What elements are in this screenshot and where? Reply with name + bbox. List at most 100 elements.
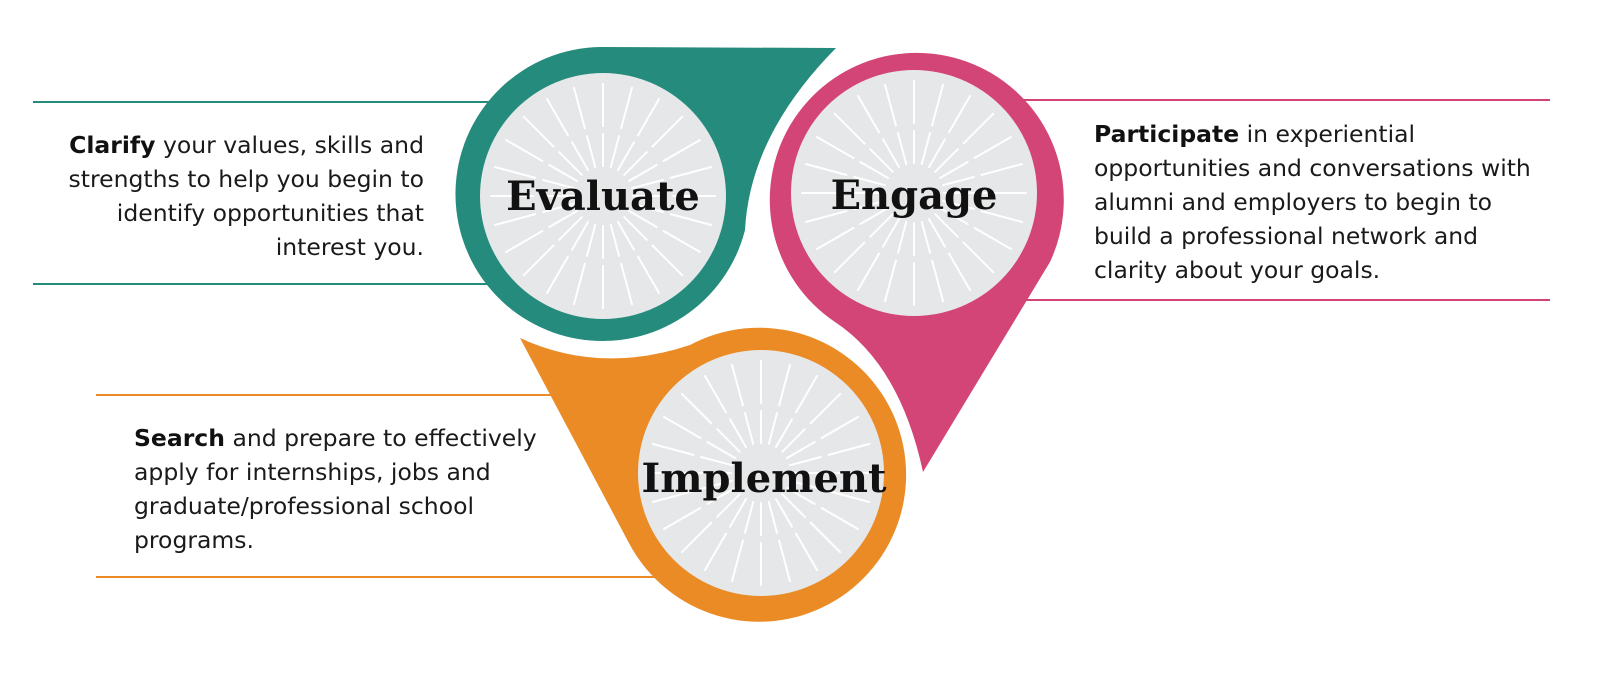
burst-ray (573, 86, 586, 130)
burst-ray (897, 132, 908, 165)
burst-ray (662, 139, 701, 162)
burst-ray (623, 151, 648, 176)
burst-ray (617, 221, 635, 251)
burst-ray (804, 163, 848, 176)
burst-ray (775, 498, 793, 528)
burst-ray (816, 136, 855, 159)
burst-ray (820, 507, 859, 530)
engage-bottom-rule (1020, 299, 1550, 301)
burst-ray (833, 241, 866, 274)
engage-description-text: in experiential opportunities and conver… (1094, 120, 1531, 284)
burst-ray (939, 207, 969, 225)
burst-ray (631, 179, 664, 190)
burst-ray (882, 138, 900, 168)
engage-starburst (801, 80, 1027, 306)
implement-top-rule (96, 394, 576, 396)
burst-ray (586, 224, 597, 257)
burst-ray (786, 441, 816, 459)
burst-ray (631, 202, 664, 213)
burst-ray (505, 139, 544, 162)
burst-ray (700, 479, 733, 490)
burst-ray (931, 259, 944, 303)
burst-ray (558, 151, 583, 176)
burst-ray (948, 252, 971, 291)
burst-ray (548, 164, 578, 182)
burst-ray (778, 363, 791, 407)
evaluate-description-text: your values, skills and strengths to hel… (68, 131, 424, 261)
burst-ray (573, 262, 586, 306)
burst-ray (617, 141, 635, 171)
burst-ray (804, 210, 848, 223)
burst-ray (744, 412, 755, 445)
burst-ray (767, 501, 778, 534)
burst-ray (586, 135, 597, 168)
burst-ray (884, 83, 897, 127)
burst-ray (942, 176, 975, 187)
burst-ray (816, 227, 855, 250)
burst-ray (680, 521, 713, 554)
burst-ray (934, 213, 959, 238)
burst-ray (704, 375, 727, 414)
burst-ray (786, 487, 816, 505)
burst-ray (609, 135, 620, 168)
evaluate-label: Evaluate (506, 173, 700, 220)
burst-ray (546, 98, 569, 137)
implement-bottom-rule (96, 576, 676, 578)
burst-ray (795, 532, 818, 571)
burst-ray (620, 86, 633, 130)
burst-ray (928, 138, 946, 168)
burst-ray (948, 95, 971, 134)
burst-ray (869, 148, 894, 173)
evaluate-description: Clarify your values, skills and strength… (44, 128, 424, 264)
burst-ray (973, 136, 1012, 159)
evaluate-starburst (490, 83, 716, 309)
burst-ray (962, 241, 995, 274)
burst-ray (744, 501, 755, 534)
burst-ray (781, 428, 806, 453)
implement-keyword: Search (134, 424, 225, 452)
burst-ray (651, 115, 684, 148)
burst-ray (558, 216, 583, 241)
burst-ray (853, 176, 886, 187)
burst-ray (637, 98, 660, 137)
burst-ray (637, 255, 660, 294)
burst-ray (651, 443, 695, 456)
burst-ray (609, 224, 620, 257)
burst-ray (505, 230, 544, 253)
burst-ray (767, 412, 778, 445)
burst-ray (775, 418, 793, 448)
implement-label: Implement (642, 455, 888, 502)
burst-ray (623, 216, 648, 241)
evaluate-bottom-rule (33, 283, 503, 285)
burst-ray (628, 164, 658, 182)
burst-ray (833, 112, 866, 145)
burst-ray (827, 490, 871, 503)
engage-top-rule (1020, 99, 1550, 101)
burst-ray (882, 218, 900, 248)
burst-ray (939, 161, 969, 179)
burst-ray (731, 363, 744, 407)
burst-ray (980, 210, 1024, 223)
burst-ray (781, 493, 806, 518)
burst-ray (809, 392, 842, 425)
burst-ray (663, 507, 702, 530)
burst-ray (729, 418, 747, 448)
burst-ray (853, 199, 886, 210)
burst-ray (789, 479, 822, 490)
evaluate-keyword: Clarify (69, 131, 156, 159)
burst-ray (884, 259, 897, 303)
burst-ray (934, 148, 959, 173)
burst-ray (663, 416, 702, 439)
burst-ray (778, 539, 791, 583)
burst-ray (789, 456, 822, 467)
burst-ray (809, 521, 842, 554)
burst-ray (980, 163, 1024, 176)
burst-ray (716, 428, 741, 453)
burst-ray (669, 213, 713, 226)
burst-ray (571, 221, 589, 251)
burst-ray (651, 490, 695, 503)
burst-ray (493, 213, 537, 226)
burst-ray (542, 179, 575, 190)
burst-ray (628, 210, 658, 228)
